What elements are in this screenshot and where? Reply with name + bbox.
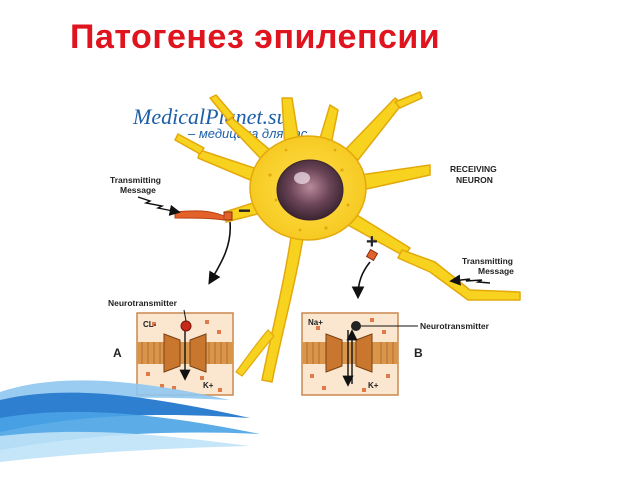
left-neurotransmitter-label: Neurotransmitter	[108, 298, 178, 308]
panel-b-ion-in: Na+	[308, 318, 323, 327]
left-terminal	[174, 210, 225, 221]
nucleus	[276, 159, 344, 221]
svg-text:NEURON: NEURON	[456, 175, 493, 185]
panel-b	[301, 312, 418, 396]
left-lightning-arrow	[137, 196, 181, 216]
right-neurotransmitter-label: Neurotransmitter	[420, 321, 490, 331]
svg-text:RECEIVING: RECEIVING	[450, 164, 497, 174]
synapse-right-marker	[365, 248, 379, 262]
svg-text:Transmitting: Transmitting	[462, 256, 513, 266]
receiving-neuron-label: RECEIVING NEURON	[450, 164, 497, 185]
svg-text:Transmitting: Transmitting	[110, 175, 161, 185]
decorative-waves	[0, 380, 260, 462]
right-message-label: Transmitting Message	[462, 256, 514, 276]
axon-branch	[235, 329, 275, 377]
svg-text:Message: Message	[120, 185, 156, 195]
panel-b-label: B	[414, 346, 423, 360]
panel-a-label: A	[113, 346, 122, 360]
panel-a	[136, 309, 234, 396]
slide-title: Патогенез эпилепсии	[70, 18, 441, 56]
watermark-brand: MedicalPlanet.su	[132, 104, 288, 129]
minus-sign: −	[238, 198, 251, 223]
left-message-label: Transmitting Message	[110, 175, 161, 195]
arrow-to-panel-b	[351, 261, 371, 300]
synapse-left-marker	[223, 211, 233, 221]
neuron-dendrites	[174, 91, 521, 301]
panel-a-ion-out: K+	[203, 381, 214, 390]
soma-granules	[268, 148, 350, 232]
axon	[261, 229, 305, 383]
arrow-to-panel-a	[208, 221, 232, 285]
svg-text:Message: Message	[478, 266, 514, 276]
right-lightning-arrow	[449, 274, 491, 286]
plus-sign: +	[366, 231, 378, 253]
nucleolus	[294, 172, 310, 184]
panel-b-ion-out: K+	[368, 381, 379, 390]
panel-a-ion-in: CL-	[143, 320, 157, 329]
